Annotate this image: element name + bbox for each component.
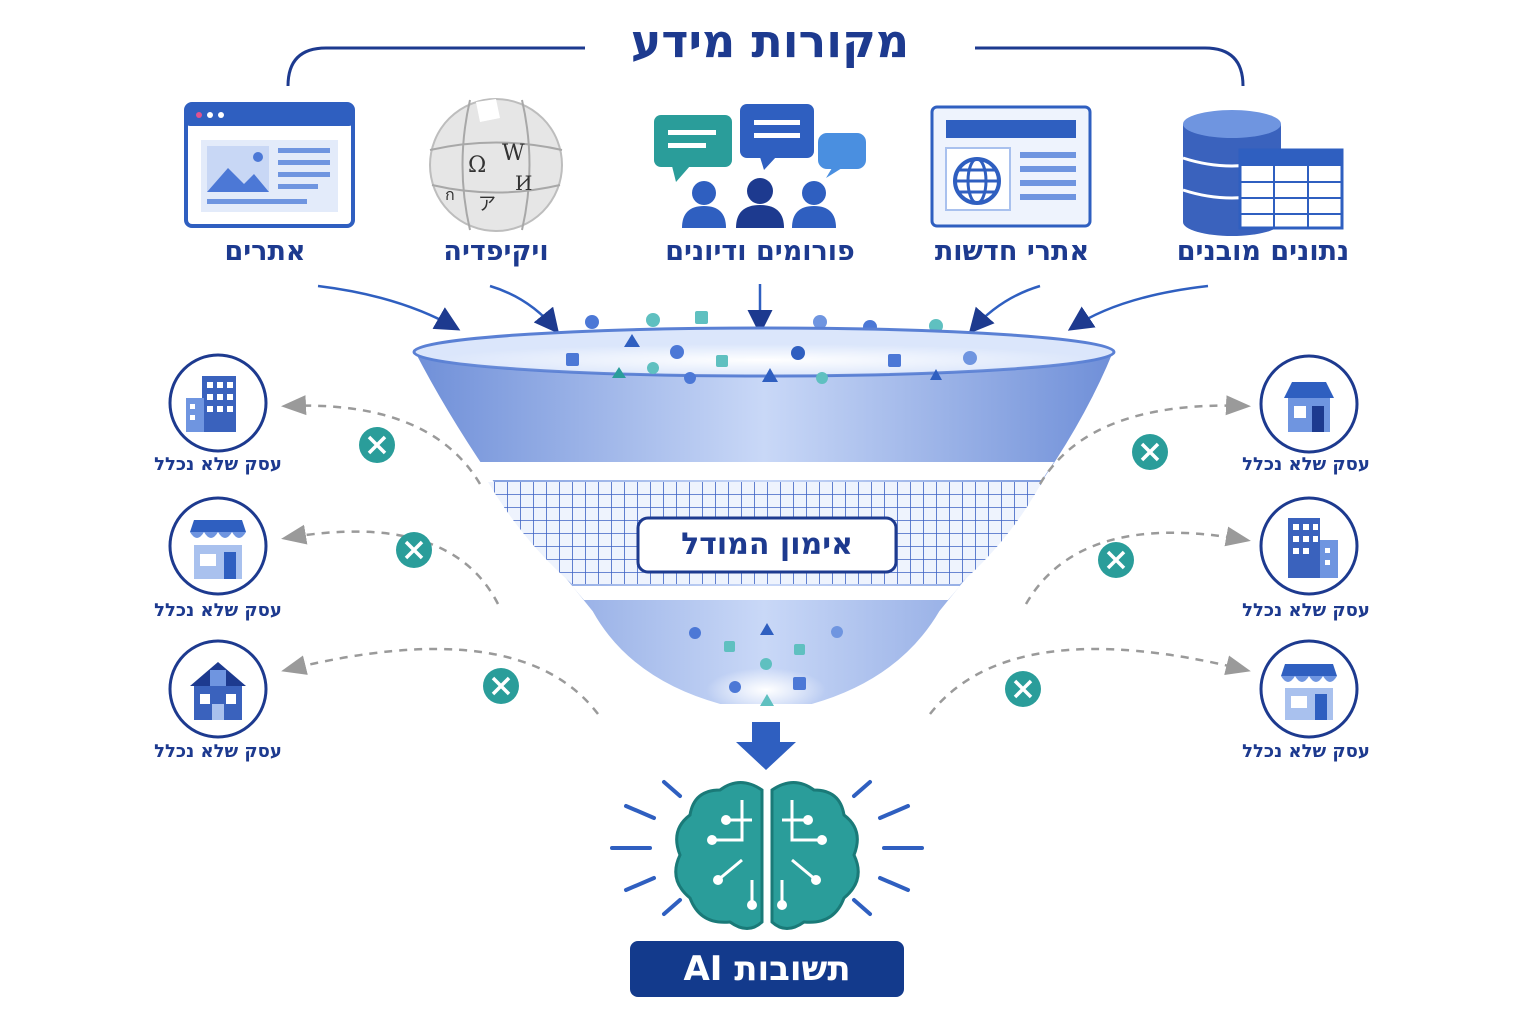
shop-house-icon (1284, 382, 1334, 432)
excluded-x-marks (359, 427, 1168, 707)
output-arrow-icon (736, 722, 796, 770)
forum-discussion-icon (654, 104, 866, 228)
diagram-title: מקורות מידע (630, 14, 910, 68)
excluded-business-right-2 (1259, 496, 1359, 596)
excluded-business-label: עסק שלא נכלל (154, 741, 282, 762)
svg-text:ก: ก (445, 185, 455, 204)
x-mark-icon (1005, 671, 1041, 707)
source-arrows (317, 284, 1209, 335)
x-mark-icon (359, 427, 395, 463)
excluded-business-label: עסק שלא נכלל (1242, 454, 1370, 475)
storefront-icon (1281, 664, 1337, 720)
office-building-icon (186, 376, 236, 432)
funnel-label: אימון המודל (681, 527, 853, 562)
x-mark-icon (483, 668, 519, 704)
office-building-icon (1288, 518, 1338, 578)
funnel-top-particles (566, 334, 977, 384)
title-bracket (286, 46, 1245, 87)
excluded-business-left-1 (168, 353, 268, 453)
excluded-business-right-3 (1259, 639, 1359, 739)
x-mark-icon (396, 532, 432, 568)
house-icon (190, 662, 246, 720)
svg-text:ア: ア (478, 194, 496, 215)
news-site-icon (930, 105, 1092, 228)
training-funnel (412, 326, 1116, 712)
x-mark-icon (1132, 434, 1168, 470)
output-label: תשובות AI (683, 949, 851, 989)
source-label-websites: אתרים (224, 236, 306, 267)
excluded-business-label: עסק שלא נכלל (1242, 741, 1370, 762)
excluded-arrows-right (929, 395, 1251, 715)
source-label-forums: פורומים ודיונים (665, 236, 855, 267)
source-label-news-sites: אתרי חדשות (934, 236, 1090, 267)
output-label-box (630, 941, 904, 997)
svg-text:Ω: Ω (468, 153, 486, 178)
database-table-icon (1182, 110, 1344, 236)
excluded-business-label: עסק שלא נכלל (154, 454, 282, 475)
svg-text:И: И (515, 171, 532, 195)
excluded-business-left-3 (168, 639, 268, 739)
excluded-arrows-left (281, 395, 599, 715)
excluded-business-right-1 (1259, 354, 1359, 454)
storefront-icon (190, 520, 246, 579)
x-mark-icon (1098, 542, 1134, 578)
source-label-structured-data: נתונים מובנים (1176, 236, 1350, 267)
ai-brain-circuit-icon (610, 780, 924, 930)
funnel-bottom-particles (689, 623, 843, 706)
svg-text:W: W (502, 141, 525, 166)
excluded-business-label: עסק שלא נכלל (1242, 600, 1370, 621)
source-label-wikipedia: ויקיפדיה (443, 236, 549, 267)
excluded-business-left-2 (168, 496, 268, 596)
excluded-business-label: עסק שלא נכלל (154, 600, 282, 621)
wikipedia-globe-icon: Ω W И ア ก (429, 98, 563, 232)
website-window-icon (184, 102, 355, 228)
